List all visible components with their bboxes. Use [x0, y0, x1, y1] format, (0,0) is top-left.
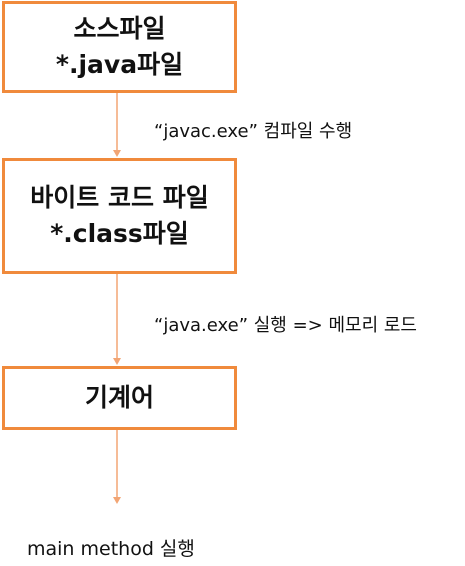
- compile-step-label: “javac.exe” 컴파일 수행: [154, 121, 353, 142]
- run-step-label: “java.exe” 실행 => 메모리 로드: [154, 315, 417, 336]
- bytecode-file-extension: *.class파일: [50, 219, 189, 248]
- main-method-label: main method 실행: [27, 538, 195, 560]
- bytecode-file-box: 바이트 코드 파일 *.class파일: [2, 158, 237, 274]
- machine-code-box: 기계어: [2, 366, 237, 430]
- source-file-extension: *.java파일: [55, 50, 184, 79]
- machine-code-title: 기계어: [84, 383, 154, 412]
- bytecode-file-title: 바이트 코드 파일: [30, 183, 209, 212]
- arrowhead-2: [113, 358, 121, 365]
- source-file-title: 소스파일: [73, 14, 166, 43]
- arrowhead-3: [113, 497, 121, 504]
- arrowhead-1: [113, 150, 121, 157]
- source-file-box: 소스파일 *.java파일: [2, 1, 237, 93]
